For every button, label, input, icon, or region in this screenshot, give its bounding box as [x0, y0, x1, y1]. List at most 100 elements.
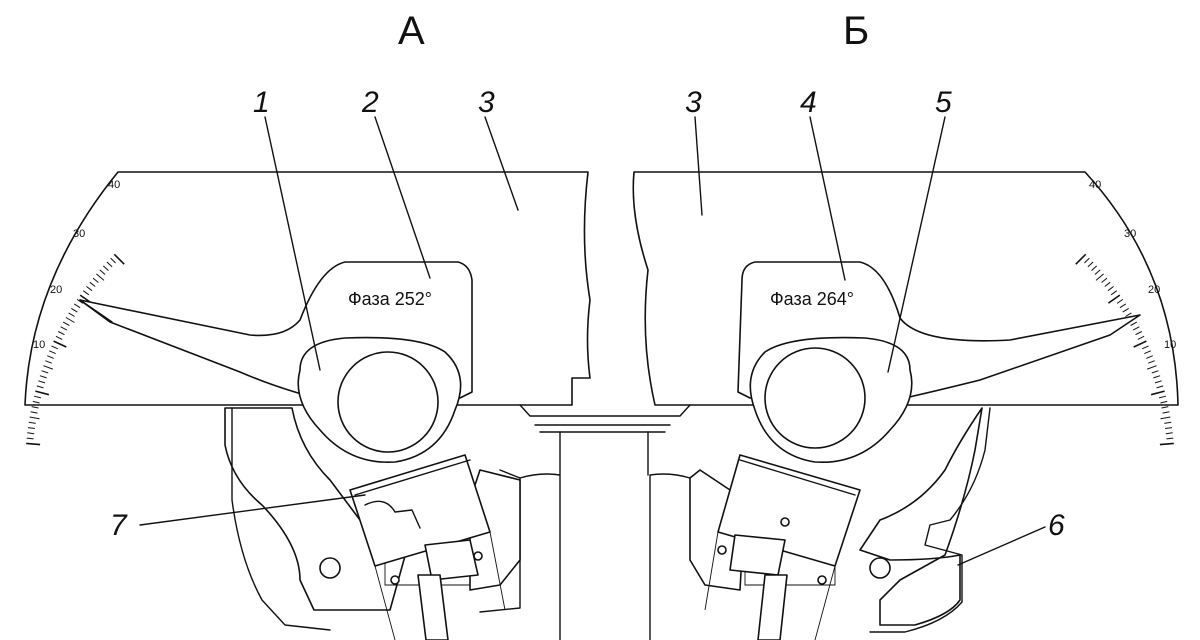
scale-tick — [110, 257, 116, 264]
scale-tick — [99, 269, 106, 275]
scale-tick — [96, 273, 105, 281]
scale-tick — [62, 321, 70, 326]
scale-tick — [1148, 360, 1155, 364]
scale-tick — [30, 411, 38, 414]
scale-tick — [27, 432, 35, 435]
scale-tick — [32, 400, 40, 404]
scale-tick — [1156, 385, 1164, 389]
scale-tick — [1122, 307, 1129, 313]
scale-left-30: 30 — [73, 228, 85, 240]
scale-tick — [89, 281, 96, 287]
scale-tick — [1165, 427, 1173, 429]
cylinder-head-left — [224, 407, 561, 640]
scale-tick — [55, 335, 63, 340]
scale-tick — [1166, 437, 1174, 440]
scale-tick — [51, 345, 59, 350]
scale-tick — [1161, 406, 1169, 409]
scale-tick — [1135, 331, 1143, 336]
scale-tick — [41, 370, 49, 374]
scale-tick — [113, 253, 125, 265]
center-support — [519, 404, 691, 476]
scale-tick — [26, 437, 34, 440]
scale-tick — [49, 350, 56, 355]
callout-3-left: 3 — [478, 86, 495, 119]
scale-tick — [106, 261, 113, 268]
scale-tick — [1119, 303, 1127, 309]
scale-left — [26, 253, 125, 446]
scale-right-20: 20 — [1148, 284, 1160, 296]
scale-tick — [43, 365, 53, 370]
camshaft-left — [337, 351, 439, 453]
scale-tick — [1150, 390, 1165, 396]
scale-tick — [28, 421, 36, 424]
scale-tick — [1104, 281, 1111, 287]
scale-tick — [1107, 294, 1121, 304]
scale-tick — [102, 265, 109, 271]
scale-tick — [57, 331, 65, 336]
scale-right-30: 30 — [1124, 228, 1136, 240]
scale-tick — [82, 290, 90, 296]
cam-lobe-left — [297, 336, 462, 464]
scale-tick — [1151, 370, 1159, 374]
scale-tick — [29, 416, 40, 420]
callout-4: 4 — [800, 86, 817, 119]
scale-right-10: 10 — [1164, 339, 1176, 351]
tappet-right — [704, 454, 861, 640]
phase-label-right: Фаза 264° — [770, 289, 854, 309]
pin-right — [869, 557, 891, 579]
scale-tick — [1095, 273, 1104, 281]
scale-tick — [1141, 345, 1149, 350]
scale-tick — [1146, 355, 1153, 359]
scale-tick — [1107, 286, 1114, 292]
scale-tick — [1137, 335, 1145, 340]
scale-tick — [1075, 253, 1087, 265]
scale-right-40: 40 — [1089, 179, 1101, 191]
scale-tick — [53, 340, 67, 348]
scale-tick — [1154, 380, 1162, 384]
scale-tick — [47, 355, 54, 359]
scale-tick — [1153, 375, 1161, 379]
scale-tick — [1132, 326, 1140, 331]
scale-tick — [1165, 432, 1173, 435]
scale-tick — [71, 307, 78, 313]
scale-tick — [1130, 321, 1138, 326]
scale-tick — [92, 277, 99, 283]
scale-tick — [1147, 365, 1157, 370]
tappet-left — [349, 454, 506, 640]
camshaft-right — [764, 347, 866, 449]
view-label-a: А — [398, 9, 425, 53]
scale-tick — [36, 385, 44, 389]
scale-tick — [1094, 269, 1101, 275]
scale-tick — [33, 395, 42, 399]
scale-tick — [1159, 442, 1174, 446]
scale-tick — [1160, 400, 1168, 404]
scale-tick — [76, 298, 84, 304]
scale-tick — [68, 312, 75, 317]
scale-tick — [1084, 257, 1090, 264]
callout-7: 7 — [110, 509, 128, 542]
scale-tick — [26, 442, 41, 446]
scale-tick — [73, 303, 81, 309]
scale-tick — [27, 427, 35, 429]
leader-lines — [139, 116, 1046, 566]
scale-left-20: 20 — [50, 284, 62, 296]
scale-tick — [1133, 340, 1147, 348]
scale-tick — [1162, 411, 1170, 414]
scale-tick — [38, 380, 46, 384]
scale-tick — [1164, 421, 1172, 424]
scale-tick — [39, 375, 47, 379]
scale-tick — [45, 360, 52, 364]
pin-left — [319, 557, 341, 579]
scale-left-40: 40 — [108, 179, 120, 191]
scale-tick — [60, 326, 68, 331]
scale-tick — [1101, 277, 1108, 283]
phase-label-left: Фаза 252° — [348, 289, 432, 309]
scale-tick — [65, 317, 75, 323]
scale-tick — [86, 286, 93, 292]
scale-tick — [1158, 395, 1167, 399]
scale-tick — [31, 406, 39, 409]
callout-1: 1 — [253, 86, 270, 119]
scale-tick — [1144, 350, 1151, 355]
scale-tick — [35, 390, 50, 396]
